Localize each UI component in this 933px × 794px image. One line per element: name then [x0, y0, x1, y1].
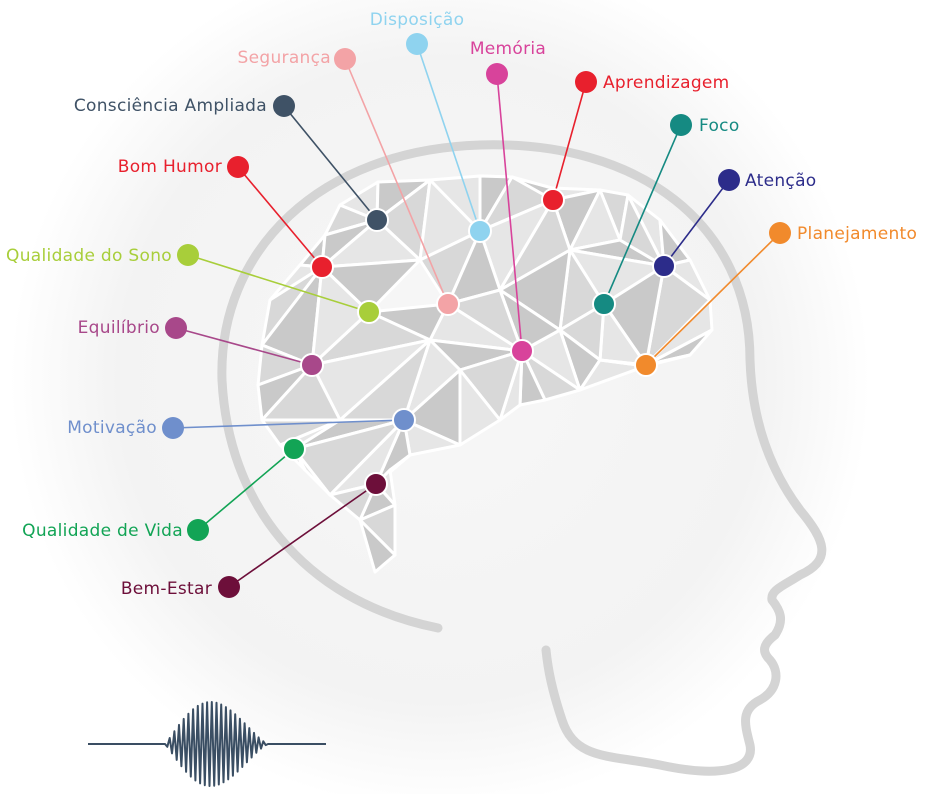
- node-planejamento: [634, 353, 658, 377]
- dot-planejamento: [769, 222, 791, 244]
- node-qvida: [282, 437, 306, 461]
- dot-seguranca: [334, 48, 356, 70]
- node-bemestar: [364, 472, 388, 496]
- dot-foco: [670, 114, 692, 136]
- dot-motivacao: [162, 417, 184, 439]
- dot-disposicao: [406, 33, 428, 55]
- connector-bemestar: [228, 483, 377, 588]
- node-disposicao: [468, 219, 492, 243]
- label-equilibrio: Equilíbrio: [78, 318, 160, 338]
- dot-sono: [177, 244, 199, 266]
- head-profile-icon: [217, 140, 827, 776]
- dot-equilibrio: [165, 317, 187, 339]
- brain-facet: [618, 193, 666, 268]
- connector-sono: [187, 254, 370, 313]
- label-disposicao: Disposição: [370, 10, 465, 30]
- connector-foco: [603, 124, 682, 305]
- dot-bomhumor: [227, 156, 249, 178]
- node-memoria: [510, 339, 534, 363]
- brainwave-icon: [88, 701, 326, 787]
- connector-atencao: [663, 179, 730, 267]
- connector-disposicao: [416, 43, 481, 232]
- connector-bomhumor: [237, 166, 323, 268]
- dot-memoria: [486, 63, 508, 85]
- node-aprendizagem: [541, 188, 565, 212]
- dot-atencao: [718, 169, 740, 191]
- labels: Disposição Segurança Memória Aprendizage…: [6, 10, 917, 599]
- brain-facet: [358, 518, 397, 574]
- dot-bemestar: [218, 576, 240, 598]
- label-memoria: Memória: [470, 39, 546, 59]
- node-seguranca: [436, 292, 460, 316]
- node-atencao: [652, 254, 676, 278]
- label-atencao: Atenção: [745, 171, 817, 191]
- node-sono: [357, 300, 381, 324]
- connector-memoria: [496, 73, 523, 352]
- dot-aprendizagem: [575, 71, 597, 93]
- connector-planejamento: [645, 232, 781, 366]
- label-motivacao: Motivação: [67, 418, 157, 438]
- label-seguranca: Segurança: [238, 48, 331, 68]
- connector-consciencia: [283, 105, 378, 221]
- label-foco: Foco: [699, 116, 740, 136]
- brain-nodes: [282, 188, 676, 496]
- brain-facet: [310, 265, 371, 367]
- connector-motivacao: [172, 419, 405, 429]
- label-bem-estar: Bem-Estar: [121, 579, 212, 599]
- dot-consciencia: [273, 95, 295, 117]
- connector-equilibrio: [175, 327, 313, 366]
- node-bomhumor: [310, 255, 334, 279]
- label-aprendizagem: Aprendizagem: [603, 73, 730, 93]
- node-foco: [592, 292, 616, 316]
- node-equilibrio: [300, 353, 324, 377]
- dot-qvida: [187, 519, 209, 541]
- polygon-brain-icon: [256, 174, 714, 574]
- node-consciencia: [365, 208, 389, 232]
- label-qualidade-de-vida: Qualidade de Vida: [22, 521, 183, 541]
- node-motivacao: [392, 408, 416, 432]
- connector-aprendizagem: [552, 81, 587, 201]
- label-qualidade-do-sono: Qualidade do Sono: [6, 246, 172, 266]
- label-consciencia-ampliada: Consciência Ampliada: [74, 96, 267, 116]
- label-bom-humor: Bom Humor: [118, 157, 222, 177]
- brain-facet: [260, 418, 342, 447]
- connector-seguranca: [344, 58, 449, 305]
- label-dots: [162, 33, 791, 598]
- connector-qvida: [197, 448, 295, 531]
- label-planejamento: Planejamento: [797, 224, 917, 244]
- connector-lines: [172, 43, 781, 588]
